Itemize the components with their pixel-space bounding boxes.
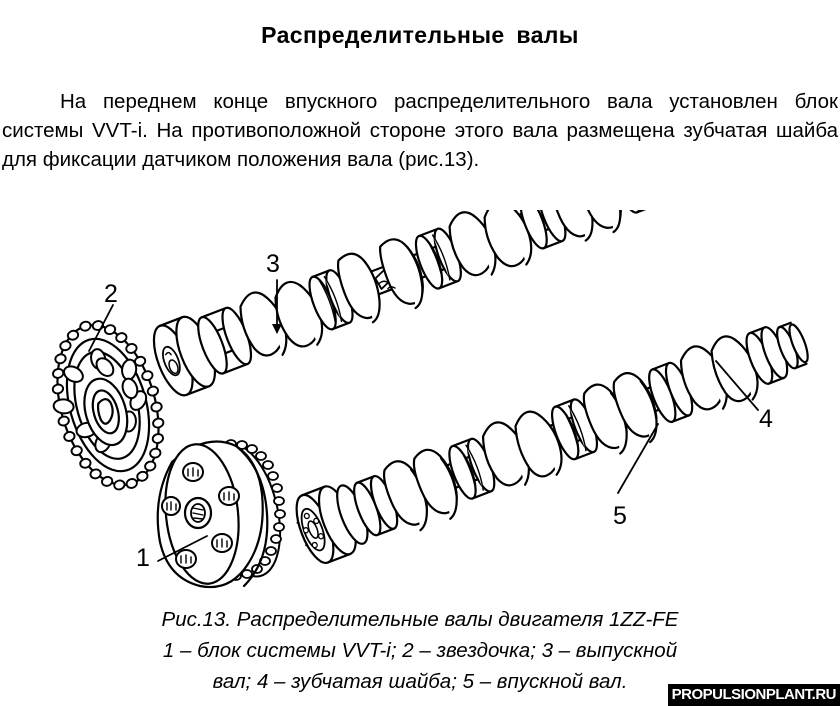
figure-caption-line-1: Рис.13. Распределительные валы двигателя… xyxy=(161,608,679,631)
part-intake-camshaft xyxy=(295,321,809,565)
leader-line-1 xyxy=(157,535,208,562)
callout-number-5: 5 xyxy=(613,502,627,530)
figure-caption: Рис.13. Распределительные валы двигателя… xyxy=(0,604,840,697)
callout-number-4: 4 xyxy=(759,405,773,433)
callout-number-3: 3 xyxy=(266,250,280,278)
body-paragraph: На переднем конце впускного распределите… xyxy=(2,87,838,174)
part-sprocket xyxy=(51,320,165,491)
callout-number-1: 1 xyxy=(136,544,150,572)
figure-caption-line-2: 1 – блок системы VVT-i; 2 – звездочка; 3… xyxy=(162,639,678,662)
leader-line-5 xyxy=(617,423,659,494)
figure-caption-line-3: вал; 4 – зубчатая шайба; 5 – впускной ва… xyxy=(212,670,628,693)
callout-number-2: 2 xyxy=(104,280,118,308)
watermark: PROPULSIONPLANT.RU xyxy=(667,684,840,706)
figure-camshafts xyxy=(0,210,840,595)
part-exhaust-camshaft xyxy=(152,210,691,397)
callout-leader-lines xyxy=(88,279,759,562)
page-title: Распределительные валы xyxy=(261,22,579,49)
leader-line-4 xyxy=(715,360,759,411)
leader-line-2 xyxy=(88,304,114,352)
body-paragraph-text: На переднем конце впускного распределите… xyxy=(2,89,838,171)
figure-illustration xyxy=(51,210,809,589)
part-vvti-unit xyxy=(156,439,286,589)
